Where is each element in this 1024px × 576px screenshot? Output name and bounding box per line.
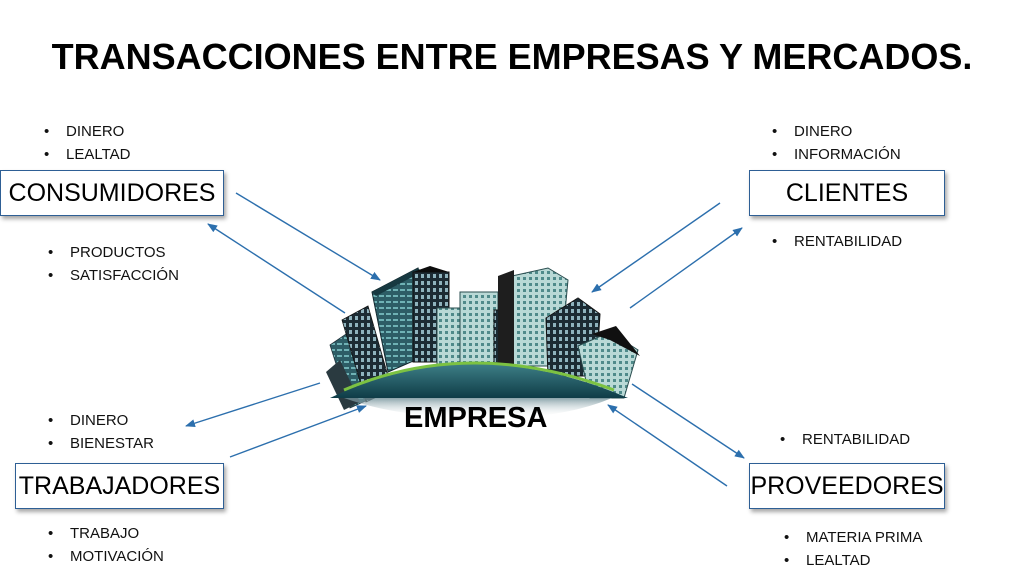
proveedores-bottom-list: MATERIA PRIMA LEALTAD	[780, 526, 922, 572]
consumidores-top-list: DINERO LEALTAD	[40, 120, 130, 166]
trabajadores-bottom-list: TRABAJO MOTIVACIÓN	[44, 522, 164, 568]
clientes-bottom-list: RENTABILIDAD	[768, 230, 902, 253]
list-item: PRODUCTOS	[44, 241, 179, 264]
list-item: TRABAJO	[44, 522, 164, 545]
empresa-label: EMPRESA	[404, 402, 548, 434]
clientes-box: CLIENTES	[749, 170, 945, 216]
arrow-consumidores-to-empresa	[235, 192, 381, 281]
list-item: DINERO	[44, 409, 154, 432]
trabajadores-top-list: DINERO BIENESTAR	[44, 409, 154, 455]
arrow-empresa-to-consumidores	[207, 223, 346, 314]
consumidores-box: CONSUMIDORES	[0, 170, 224, 216]
list-item: INFORMACIÓN	[768, 143, 901, 166]
list-item: RENTABILIDAD	[776, 428, 910, 451]
arrow-empresa-to-clientes	[629, 227, 743, 309]
arrow-proveedores-to-empresa	[607, 404, 728, 487]
proveedores-box: PROVEEDORES	[749, 463, 945, 509]
arrow-trabajadores-to-empresa	[229, 405, 367, 458]
list-item: MOTIVACIÓN	[44, 545, 164, 568]
list-item: SATISFACCIÓN	[44, 264, 179, 287]
list-item: LEALTAD	[780, 549, 922, 572]
clientes-top-list: DINERO INFORMACIÓN	[768, 120, 901, 166]
page-title: TRANSACCIONES ENTRE EMPRESAS Y MERCADOS.	[51, 36, 973, 77]
list-item: DINERO	[40, 120, 130, 143]
list-item: RENTABILIDAD	[768, 230, 902, 253]
arrow-clientes-to-empresa	[591, 202, 721, 293]
proveedores-top-list: RENTABILIDAD	[776, 428, 910, 451]
trabajadores-box: TRABAJADORES	[15, 463, 224, 509]
arrow-empresa-to-proveedores	[631, 383, 745, 459]
list-item: MATERIA PRIMA	[780, 526, 922, 549]
arrow-empresa-to-trabajadores	[185, 382, 321, 428]
consumidores-bottom-list: PRODUCTOS SATISFACCIÓN	[44, 241, 179, 287]
list-item: LEALTAD	[40, 143, 130, 166]
list-item: BIENESTAR	[44, 432, 154, 455]
list-item: DINERO	[768, 120, 901, 143]
